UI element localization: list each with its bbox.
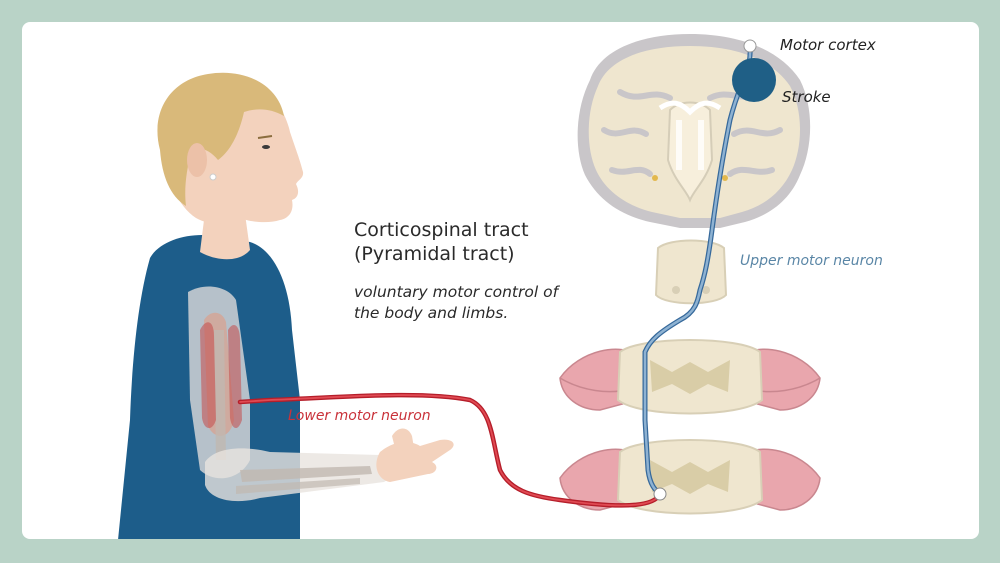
description-line-1: voluntary motor control of [354,283,561,301]
diagram-card: Motor cortex Stroke Upper motor neuron L… [22,22,979,539]
upper-motor-neuron-label: Upper motor neuron [740,253,883,269]
medulla-section [656,241,726,304]
title-line-2: (Pyramidal tract) [354,243,515,265]
description-line-2: the body and limbs. [354,304,508,322]
spinal-cord-section-upper [560,340,820,414]
brain-coronal-section [578,34,811,228]
stroke-label: Stroke [782,88,831,106]
synapse-dot [654,488,666,500]
corticospinal-diagram: Motor cortex Stroke Upper motor neuron L… [22,22,979,539]
motor-cortex-dot [744,40,756,52]
motor-cortex-label: Motor cortex [780,36,876,54]
stroke-lesion [732,58,776,102]
lower-motor-neuron-label: Lower motor neuron [288,408,431,424]
title-line-1: Corticospinal tract [354,219,529,241]
